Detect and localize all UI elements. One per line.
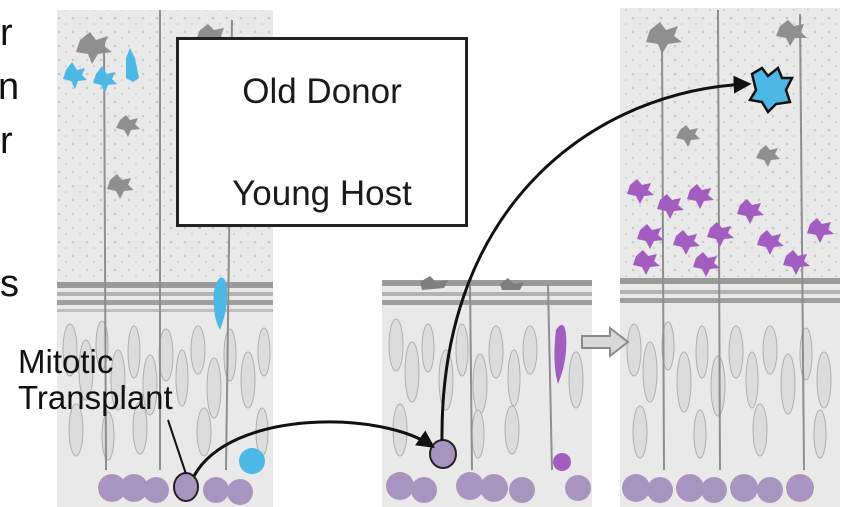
right-plexiform-layers	[620, 278, 840, 303]
mitotic-transplant-label: Mitotic Transplant	[18, 344, 173, 415]
mitotic-label-line2: Transplant	[18, 380, 173, 416]
center-plexiform-layers	[382, 280, 592, 305]
box-label-old-donor: Old Donor	[179, 74, 465, 109]
mitotic-label-line1: Mitotic	[18, 344, 173, 380]
right-retina-panel	[620, 8, 840, 507]
center-retina-panel	[382, 276, 592, 507]
box-label-young-host: Young Host	[179, 176, 465, 211]
donor-host-label-box: Old Donor Young Host	[176, 37, 468, 227]
center-transplant-cell	[430, 440, 456, 468]
left-transplant-cell	[174, 473, 198, 501]
center-host-nucleus	[553, 453, 571, 471]
left-blue-nucleus	[239, 448, 265, 474]
